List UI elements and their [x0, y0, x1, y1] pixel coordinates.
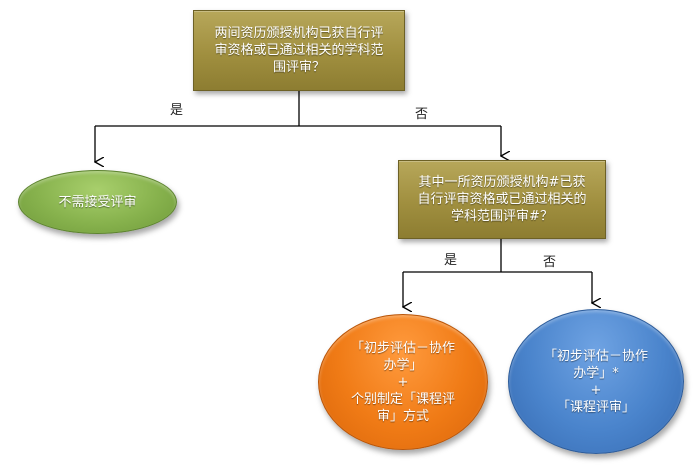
- result-orange-line: 「初步评估－协作: [350, 340, 455, 356]
- result-orange-line: 办学」: [383, 357, 423, 373]
- decision-box-2-line: 其中一所资历颁授机构#已获: [418, 175, 586, 190]
- result-orange-line: 个别制定「课程评: [350, 391, 455, 407]
- result-blue-line: 「课程评审」: [556, 399, 635, 415]
- decision-box-2-line: 自行评审资格或已通过相关的: [417, 192, 587, 207]
- result-blue-line: 办学」*: [573, 365, 619, 381]
- decision-box-2: 其中一所资历颁授机构#已获 自行评审资格或已通过相关的 学科范围评审#？: [398, 160, 606, 239]
- decision-box-2-line: 学科范围评审#？: [451, 209, 553, 224]
- branch-label-q2-yes: 是: [444, 253, 458, 268]
- result-initial-plus-custom: 「初步评估－协作 办学」 + 个别制定「课程评 审」方式: [318, 314, 488, 450]
- branch-label-q1-no: 否: [415, 107, 429, 122]
- result-no-review-text: 不需接受评审: [58, 194, 137, 210]
- result-no-review: 不需接受评审: [18, 170, 177, 234]
- decision-box-1-line: 两间资历颁授机构已获自行评: [214, 26, 384, 41]
- result-blue-line: +: [590, 382, 602, 398]
- branch-label-q2-no: 否: [543, 255, 557, 270]
- result-orange-line: 审」方式: [376, 408, 429, 424]
- decision-box-1-line: 围评审？: [272, 60, 325, 75]
- branch-label-q1-yes: 是: [170, 103, 184, 118]
- decision-box-1-line: 审资格或已通过相关的学科范: [214, 43, 384, 58]
- result-orange-line: +: [397, 374, 409, 390]
- result-blue-line: 「初步评估－协作: [543, 348, 648, 364]
- decision-box-1: 两间资历颁授机构已获自行评 审资格或已通过相关的学科范 围评审？: [193, 10, 405, 91]
- result-initial-plus-programme: 「初步评估－协作 办学」* + 「课程评审」: [508, 309, 684, 454]
